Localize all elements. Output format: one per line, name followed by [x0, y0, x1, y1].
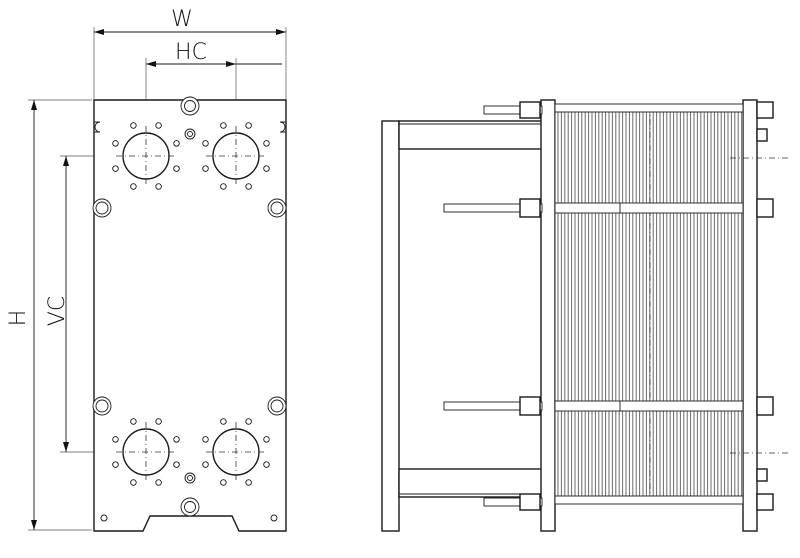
bolt-hole [173, 436, 180, 443]
bolt-hole [155, 122, 162, 129]
tie-bar-upper [443, 198, 774, 218]
bolt-hole [112, 461, 119, 468]
bolt-hole [202, 436, 209, 443]
bolt-hole [155, 183, 162, 190]
lower-guide-bar [398, 468, 546, 498]
top-guide-notch [180, 96, 200, 116]
bolt-hole [130, 418, 137, 425]
port-2 [202, 122, 270, 190]
bolt-hole [245, 183, 252, 190]
port-4 [202, 418, 270, 486]
bolt-hole [173, 461, 180, 468]
bolt-hole [263, 140, 270, 147]
bolt-hole [263, 436, 270, 443]
bolt-hole [173, 140, 180, 147]
plate-outline [93, 99, 287, 532]
bolt-hole [245, 479, 252, 486]
bottom-guide-notch [180, 497, 200, 517]
bolt-hole [112, 165, 119, 172]
bolt-hole [202, 461, 209, 468]
label-vc: VC [45, 296, 70, 326]
bolt-hole [112, 436, 119, 443]
bolt-hole [263, 165, 270, 172]
bolt-hole [202, 165, 209, 172]
fixed-frame-plate [381, 120, 400, 532]
bolt-hole [155, 479, 162, 486]
plate-lines [557, 112, 743, 500]
bolt-hole [202, 140, 209, 147]
bolt-hole [245, 418, 252, 425]
bolt-hole [245, 122, 252, 129]
side-view [381, 99, 790, 532]
bolt-hole [220, 183, 227, 190]
plate-pack [554, 109, 744, 503]
label-w: W [171, 7, 193, 32]
port-group [112, 122, 270, 486]
bolt-hole [263, 461, 270, 468]
bolt-hole [112, 140, 119, 147]
port-1 [112, 122, 180, 190]
bolt-hole [173, 165, 180, 172]
tie-bar-lower [443, 396, 774, 416]
bolt-hole [220, 479, 227, 486]
dimension-h: H [6, 99, 92, 531]
bolt-hole [155, 418, 162, 425]
dimension-w: W [93, 7, 287, 100]
bolt-hole [130, 479, 137, 486]
corner-slots [94, 121, 286, 133]
label-hc: HC [175, 40, 207, 65]
bolt-hole [130, 122, 137, 129]
bolt-hole [220, 418, 227, 425]
bolt-hole [220, 122, 227, 129]
port-3 [112, 418, 180, 486]
left-pressure-plate [540, 99, 556, 532]
label-h: H [6, 310, 31, 327]
bolt-hole [130, 183, 137, 190]
right-pressure-plate [742, 99, 758, 532]
side-bolts [92, 198, 287, 416]
dimension-hc: HC [145, 40, 282, 124]
dimension-vc: VC [45, 155, 126, 453]
upper-carrying-bar [398, 120, 546, 150]
top-bolt-bar [483, 101, 774, 119]
bottom-bolt-bar [483, 493, 774, 511]
front-view: W HC H VC [6, 7, 287, 532]
